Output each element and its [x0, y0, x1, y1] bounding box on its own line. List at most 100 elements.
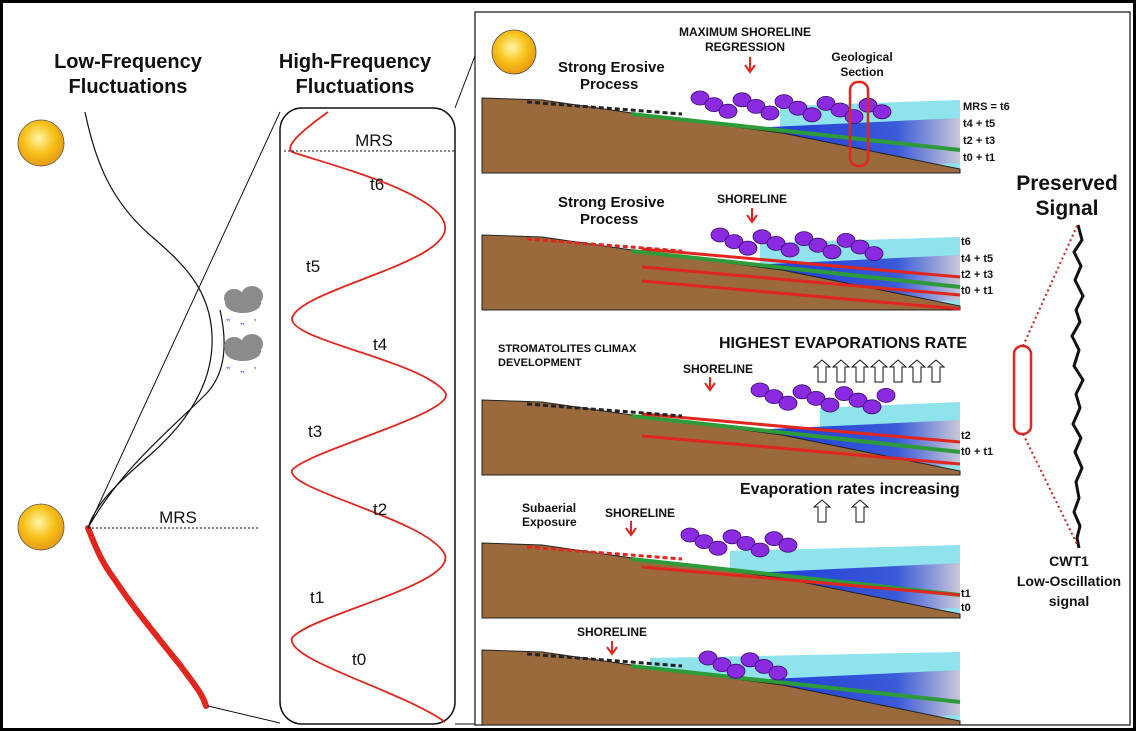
- time-layer-line: [641, 412, 961, 444]
- up-arrow-icon: [907, 359, 927, 383]
- low-freq-title-line1: Low-Frequency: [54, 51, 203, 73]
- stromatolite-mound: [864, 246, 884, 262]
- low-frequency-curve: [84, 111, 213, 529]
- evaporation-arrows: [812, 359, 946, 383]
- sediment-layer: [481, 399, 961, 476]
- cross-section-panel-5: [481, 649, 961, 726]
- stromatolite-mound: [726, 663, 746, 679]
- p2-shoreline: SHORELINE: [717, 192, 787, 206]
- cross-section-panel-2: [481, 227, 961, 311]
- stromatolite-mound: [848, 392, 868, 408]
- p1-geo-section-1: Geological: [831, 50, 892, 64]
- p4-shoreline: SHORELINE: [605, 506, 675, 520]
- stromatolite-mound: [708, 540, 728, 556]
- sample-section-marker: [1012, 344, 1033, 436]
- stromatolite-mound: [764, 389, 784, 405]
- stromatolite-mound: [802, 107, 822, 123]
- p3-evaporation-title: HIGHEST EVAPORATIONS RATE: [719, 335, 967, 352]
- cwt-label-3: signal: [1049, 593, 1089, 609]
- cross-section-panel-1: [481, 90, 961, 174]
- p1-label-t0-t1: t0 + t1: [963, 152, 995, 164]
- p1-max-shoreline-2: REGRESSION: [705, 40, 785, 54]
- stromatolite-mound: [792, 384, 812, 400]
- high-frequency-box: [279, 107, 456, 725]
- sediment-layer: [481, 97, 961, 174]
- stromatolite-mound: [794, 231, 814, 247]
- stromatolite-mound: [690, 90, 710, 106]
- stromatolite-mound: [862, 399, 882, 415]
- low-freq-title-line2: Fluctuations: [69, 76, 188, 98]
- connector-line: [207, 705, 281, 724]
- p2-label-t0-t1: t0 + t1: [961, 285, 993, 297]
- high-frequency-wave: [289, 111, 447, 723]
- p4-label-t0: t0: [961, 602, 971, 614]
- stromatolite-mound: [822, 244, 842, 260]
- preserved-signal-trace: [1070, 224, 1085, 549]
- up-arrow-icon: [831, 359, 851, 383]
- shoreline-arrow-icon: [746, 208, 758, 224]
- up-arrow-icon: [888, 359, 908, 383]
- time-label-t0: t0: [352, 650, 366, 669]
- time-label-t5: t5: [306, 257, 320, 276]
- geological-section-marker: [848, 80, 870, 168]
- stromatolite-mound: [764, 531, 784, 546]
- green-layer: [631, 414, 961, 454]
- up-arrow-icon: [850, 359, 870, 383]
- green-layer: [631, 664, 961, 704]
- erosion-surface: [526, 402, 683, 418]
- svg-text:’: ’: [254, 366, 256, 377]
- stromatolite-mound: [778, 537, 798, 553]
- sediment-layer: [481, 542, 961, 619]
- shoreline-arrow-icon: [606, 641, 618, 656]
- stromatolite-mound: [774, 94, 794, 109]
- stromatolite-mound: [736, 536, 756, 551]
- p2-label-t6: t6: [961, 236, 971, 248]
- p4-subaerial-2: Exposure: [522, 515, 577, 529]
- stromatolite-mound: [750, 542, 770, 558]
- svg-text:’’: ’’: [240, 322, 244, 333]
- shoreline-arrow-icon: [625, 521, 637, 537]
- sun-icon: [17, 119, 65, 167]
- stromatolite-mound: [752, 229, 772, 245]
- p3-stromatolites-1: STROMATOLITES CLIMAX: [498, 343, 637, 355]
- stromatolite-mound: [718, 103, 738, 119]
- stromatolite-mound: [694, 534, 714, 549]
- rain-cloud-icon: ’’ ’’ ’: [224, 334, 263, 381]
- stromatolite-mound: [760, 105, 780, 121]
- p3-stromatolites-2: DEVELOPMENT: [498, 357, 582, 369]
- stromatolite-mound: [750, 382, 770, 398]
- up-arrow-icon: [812, 359, 832, 383]
- evaporation-arrows: [812, 499, 870, 523]
- preserved-signal-title-1: Preserved: [1016, 172, 1118, 195]
- mrs-label: MRS: [159, 508, 197, 527]
- zoom-dotted-line: [1022, 433, 1078, 545]
- p1-label-t2-t3: t2 + t3: [963, 135, 995, 147]
- cross-section-panel-3: [481, 382, 961, 476]
- p3-shoreline: SHORELINE: [683, 362, 753, 376]
- time-label-t6: t6: [370, 175, 384, 194]
- low-frequency-curve-2: [87, 309, 225, 529]
- high-freq-title-line1: High-Frequency: [279, 51, 432, 73]
- p4-subaerial-1: Subaerial: [522, 501, 576, 515]
- deep-water-layer: [750, 670, 960, 720]
- p1-max-shoreline-1: MAXIMUM SHORELINE: [679, 25, 811, 39]
- svg-text:’’: ’’: [226, 318, 230, 329]
- stromatolite-mound: [712, 657, 732, 672]
- up-arrow-icon: [926, 359, 946, 383]
- time-layer-line: [641, 247, 961, 279]
- p2-strong-erosive-2: Process: [580, 211, 638, 228]
- up-arrow-icon: [812, 499, 832, 523]
- p4-evaporation-title: Evaporation rates increasing: [740, 481, 960, 498]
- shoreline-arrow-icon: [704, 377, 716, 392]
- stromatolite-mound: [778, 395, 798, 411]
- stromatolite-mound: [876, 387, 896, 403]
- rain-cloud-icon: ’’ ’’ ’: [224, 286, 263, 333]
- time-label-t2: t2: [373, 500, 387, 519]
- low-frequency-red-trace: [85, 525, 209, 709]
- shoreline-arrow-icon: [744, 57, 756, 74]
- up-arrow-icon: [850, 499, 870, 523]
- stromatolite-mound: [722, 529, 742, 545]
- cross-section-panel-4: [481, 527, 961, 619]
